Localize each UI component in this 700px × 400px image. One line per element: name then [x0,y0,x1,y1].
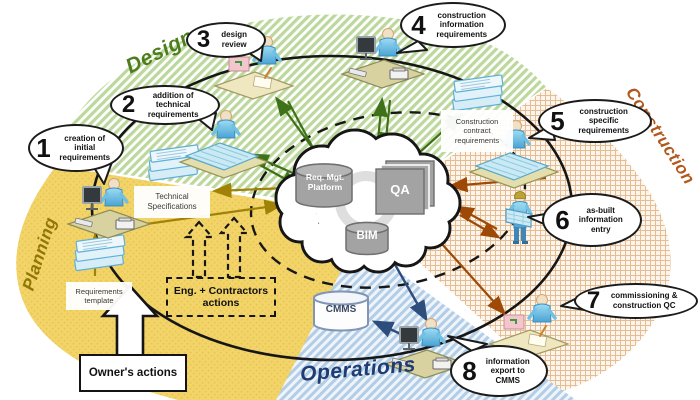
cmms-label: CMMS [325,304,357,315]
bim-label: BIM [356,230,378,242]
callout-3-text: design review [221,30,248,49]
callout-3: 3 design review [186,22,266,58]
callout-6-text: as-built information entry [578,205,623,234]
requirements-template-label: Requirements template [66,282,132,310]
callout-4: 4 construction information requirements [400,2,506,48]
cmms-database [313,290,369,332]
callout-8-text: information export to CMMS [485,356,530,385]
cloud-hub [274,128,462,274]
qa-label: QA [390,182,410,197]
callout-6-number: 6 [555,205,570,235]
technical-specifications-label: Technical Specifications [134,186,210,218]
callout-5-number: 5 [550,106,565,136]
callout-1-number: 1 [36,133,51,163]
callout-3-number: 3 [196,26,211,53]
callout-6: 6 as-built information entry [542,193,642,247]
callout-8: 8 information export to CMMS [450,345,548,397]
requirements-platform-label: Req. Mgt. Platform [305,172,345,192]
callout-4-number: 4 [411,10,426,40]
callout-1: 1 creation of initial requirements [28,124,124,172]
callout-2-number: 2 [121,91,136,118]
callout-2: 2 addition of technical requirements [110,85,220,125]
callout-7-number: 7 [586,287,601,314]
callout-4-text: construction information requirements [436,10,488,39]
requirements-platform-icon [295,163,353,208]
callout-5: 5 construction specific requirements [538,99,652,143]
callout-1-text: creation of initial requirements [59,133,111,162]
contractors-actions-box: Eng. + Contractors actions [166,277,276,317]
owners-actions-box: Owner's actions [79,354,187,392]
callout-8-number: 8 [462,356,477,386]
qa-documents-icon [375,160,435,215]
callout-5-text: construction specific requirements [578,106,630,135]
bim-database-icon [345,221,389,256]
callout-7: 7 commissioning & construction QC [574,283,698,319]
construction-contract-label: Construction contract requirements [441,110,513,152]
callout-7-text: commissioning & construction QC [610,291,678,310]
callout-2-text: addition of technical requirements [147,90,199,119]
